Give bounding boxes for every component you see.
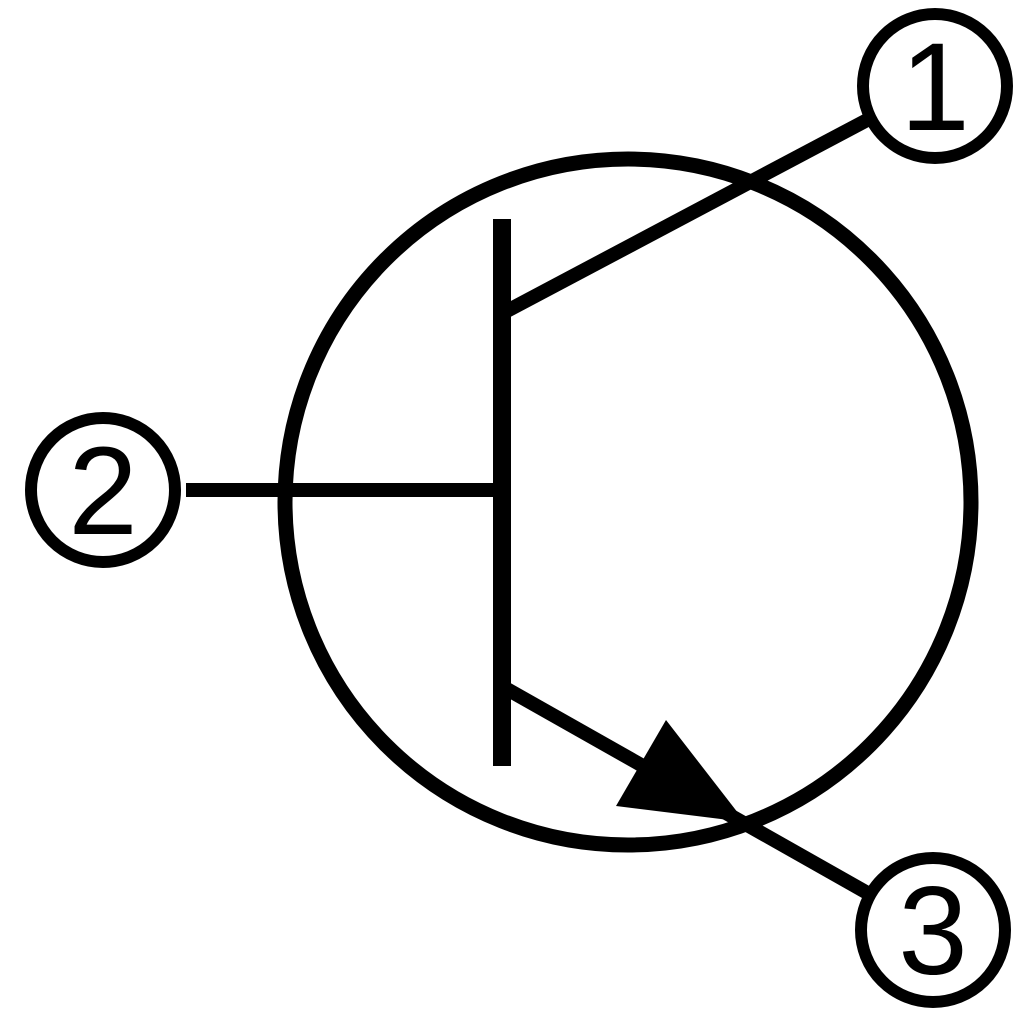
emitter-arrowhead-icon (616, 720, 745, 822)
terminal-1-circle (857, 8, 1013, 164)
collector-lead (501, 112, 873, 319)
terminal-2-label: 2 (68, 422, 138, 561)
symbol-strokes (25, 8, 1013, 1008)
terminal-3-label: 3 (898, 862, 968, 1001)
terminal-labels: 1 2 3 (68, 18, 970, 1001)
terminal-2-circle (25, 412, 181, 568)
terminal-1-label: 1 (900, 18, 970, 157)
transistor-body-circle (277, 151, 979, 853)
terminal-3-circle (855, 852, 1011, 1008)
